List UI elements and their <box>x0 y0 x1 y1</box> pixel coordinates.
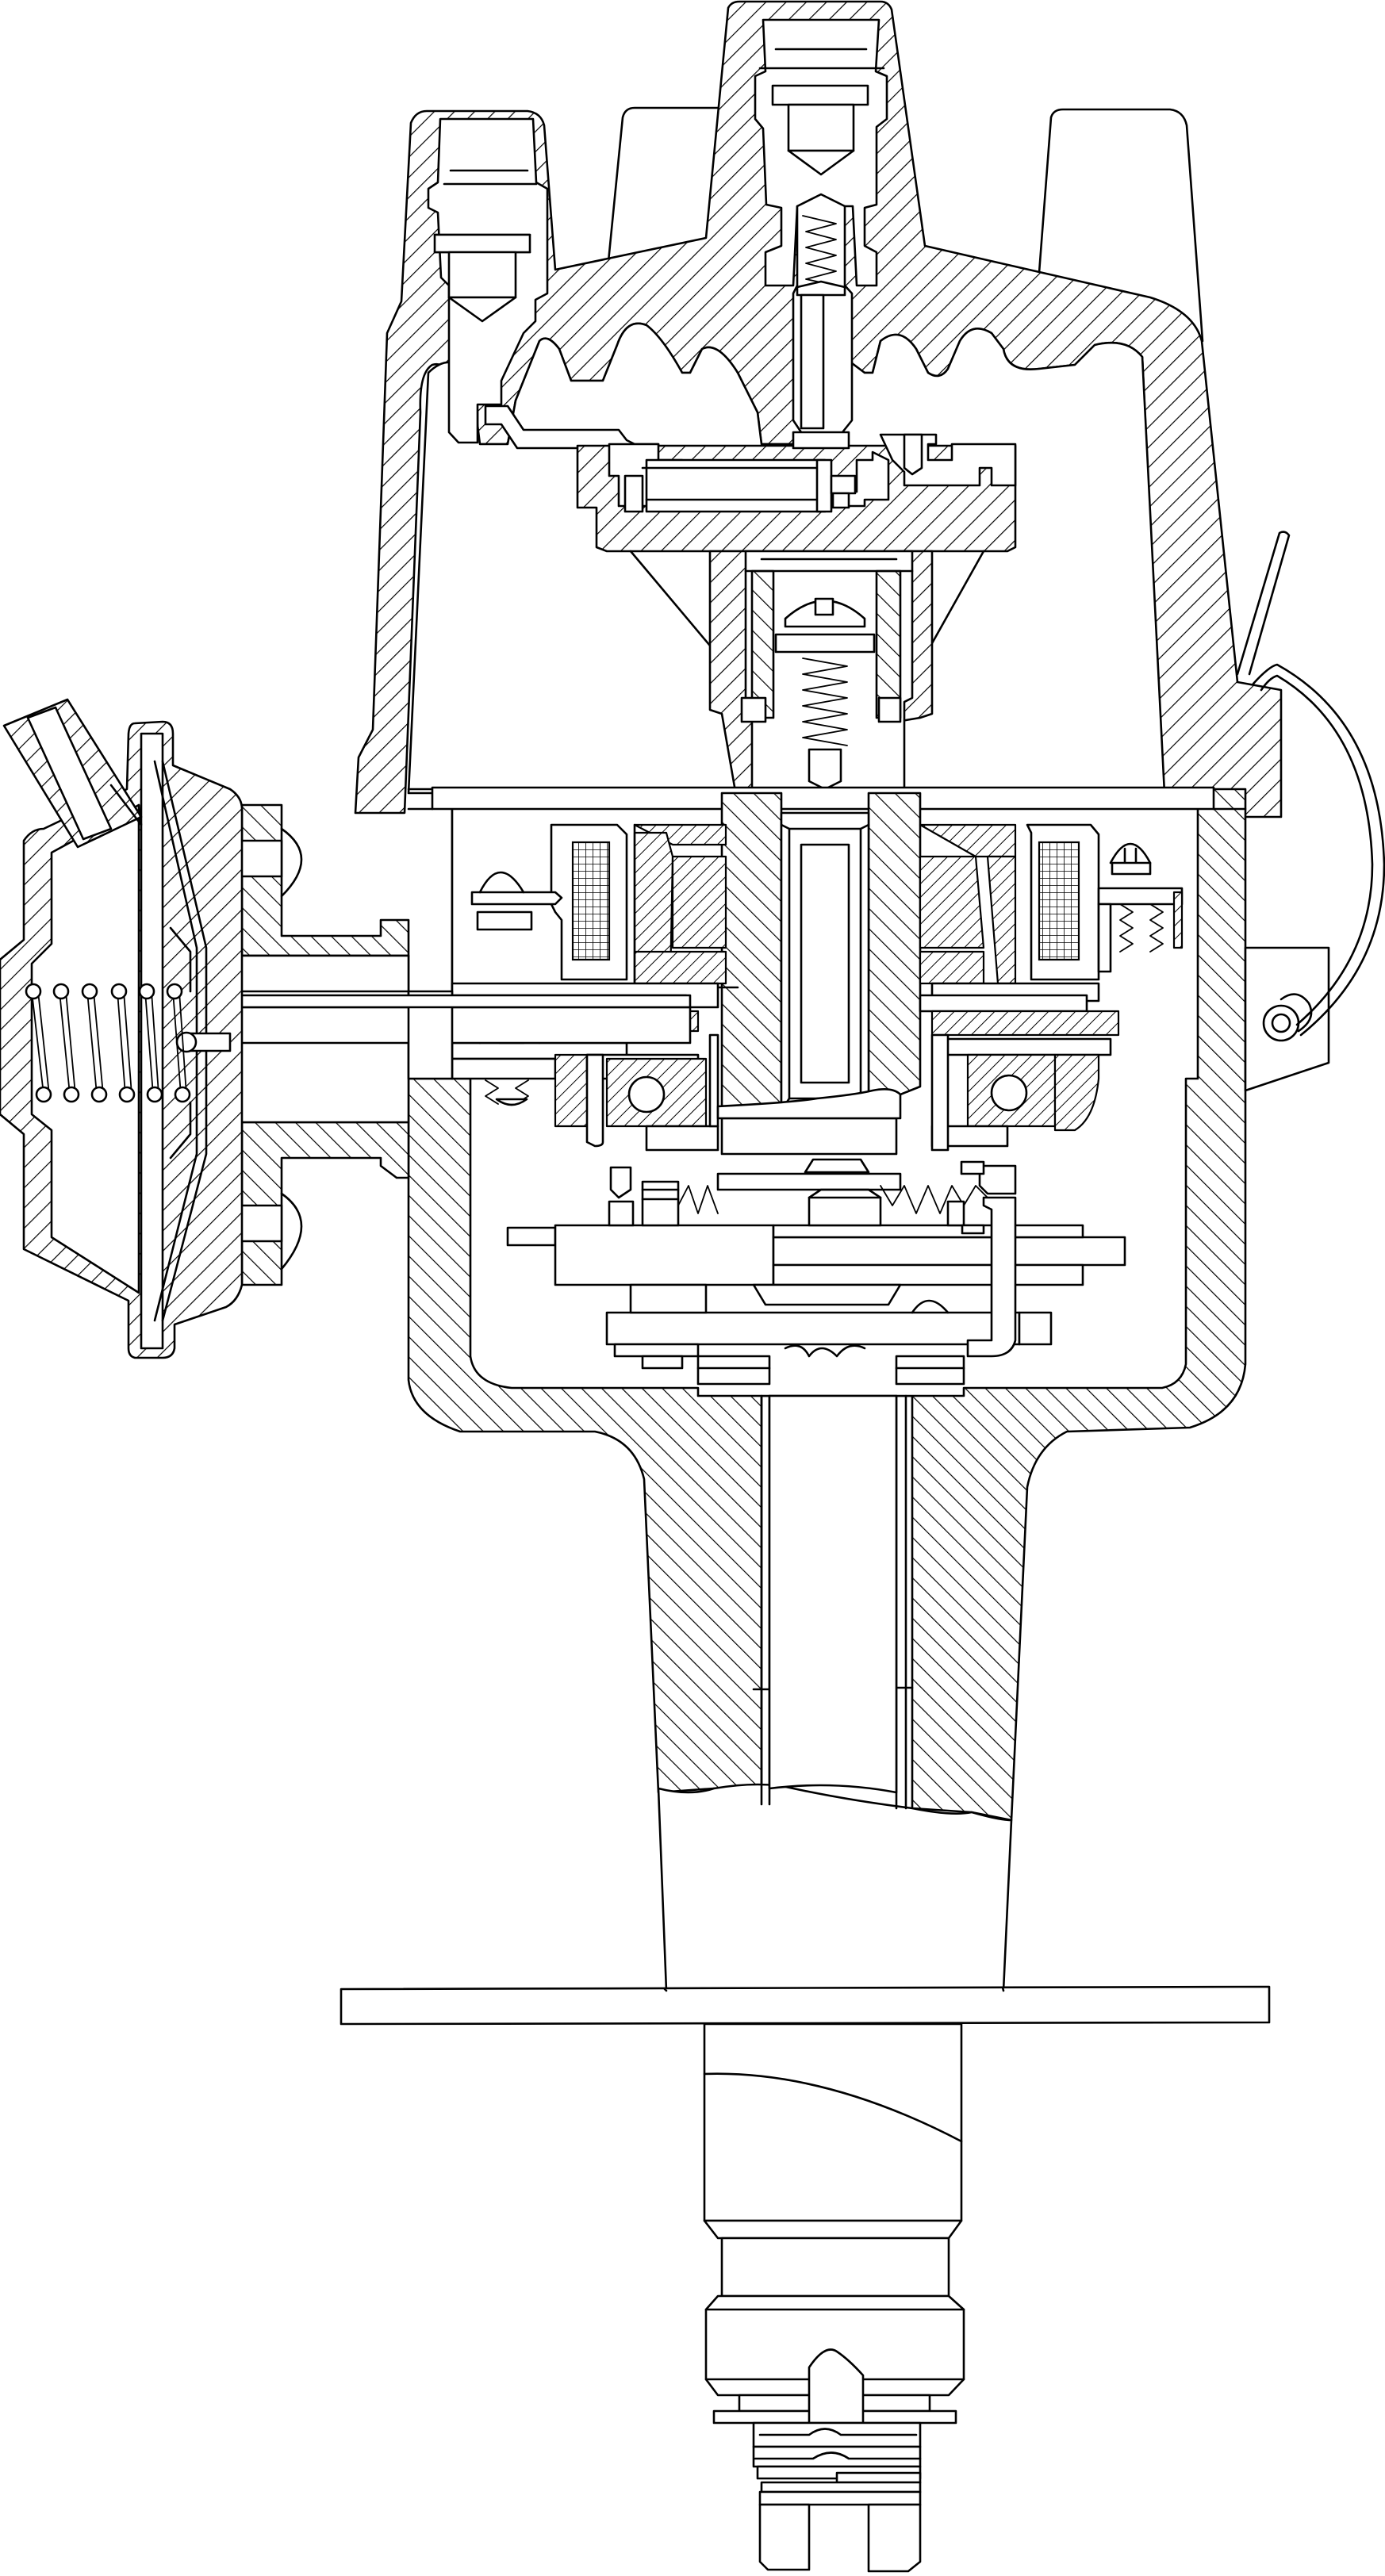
drive-gear <box>752 2348 922 2573</box>
centrifugal-advance-weights <box>506 1158 1126 1386</box>
pickup-coil-left <box>470 823 739 989</box>
cap-retaining-clip <box>1236 531 1385 1092</box>
drive-shaft-upper <box>720 792 922 1120</box>
mounting-flange <box>340 1985 1271 2026</box>
center-electrode <box>792 193 854 442</box>
vacuum-diaphragm-springs <box>25 983 191 1103</box>
vacuum-advance-unit <box>0 698 692 1359</box>
spark-plug-tower-center <box>754 18 888 287</box>
spark-plug-tower-left <box>427 117 549 444</box>
rotor-arm <box>576 431 1017 652</box>
rotor-hub <box>708 550 934 811</box>
breaker-plate <box>427 982 1120 1156</box>
drive-shaft <box>703 2022 965 2425</box>
